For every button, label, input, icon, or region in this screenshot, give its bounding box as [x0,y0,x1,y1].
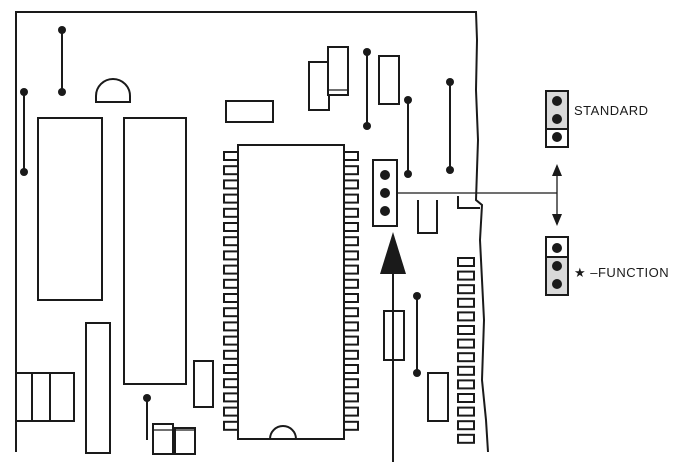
ic-pin [223,406,239,417]
edge-pin [457,365,475,376]
dome-component [95,78,131,103]
edge-pin [457,325,475,335]
edge-pin [457,352,475,363]
function-label: ★ –FUNCTION [574,265,669,280]
ic-pin [223,222,239,232]
ic-pin [343,236,359,247]
ic-pin [223,250,239,261]
ic-pin [343,278,359,289]
edge-pin [457,433,475,444]
ic-pin [343,250,359,261]
small-bracket [417,200,438,234]
ic-pin [343,378,359,389]
ic-pin [223,293,239,303]
pointer-arrow [380,232,406,462]
ic-pin [223,307,239,318]
edge-pin [457,270,475,281]
ic-pin [343,420,359,431]
small-component [225,100,274,123]
cap-3 [378,55,400,105]
standard-jumper [545,90,569,148]
ic-pin [343,364,359,374]
edge-pin [457,338,475,349]
ic-pin [343,321,359,332]
ic-pin [223,321,239,332]
ic-pin [343,406,359,417]
edge-pin [457,297,475,308]
lower-chip-small [193,360,214,408]
callout-lines [397,164,562,226]
ic-pin [343,293,359,303]
ic-pin [223,151,239,161]
ic-pin [223,335,239,346]
small-bracket-2 [457,196,480,209]
component-leads [20,26,454,440]
block-component [15,372,75,422]
lower-cap [427,372,449,422]
left-chip-2 [123,117,187,385]
ic-pin [343,307,359,318]
ic-pin [343,193,359,204]
ic-pin [223,207,239,218]
ic-pin [343,179,359,190]
bottom-twin-parts [152,423,196,455]
ic-pin [343,165,359,176]
cap-2 [327,46,349,96]
cap-1 [308,61,330,111]
edge-pin [457,393,475,403]
pcb-outline [15,11,489,453]
ic-pin [343,222,359,232]
ic-pins-left [223,151,239,431]
ic-pin [223,236,239,247]
ic-pin [223,278,239,289]
ic-pin [223,420,239,431]
ic-pin [223,378,239,389]
ic-pin [343,207,359,218]
standard-label: STANDARD [574,103,649,118]
ic-pin [223,193,239,204]
ic-pin [343,151,359,161]
main-ic [237,144,345,440]
ic-pin [343,392,359,403]
ic-pin [223,179,239,190]
edge-pin [457,284,475,295]
ic-pin [223,165,239,176]
ic-pin [343,349,359,360]
long-bar [85,322,111,454]
edge-pin [457,420,475,431]
function-jumper [545,236,569,296]
ic-pin [223,264,239,275]
ic-pin [343,335,359,346]
edge-pin [457,257,475,267]
ic-pin [343,264,359,275]
ic-pin [223,364,239,374]
edge-connector-pins [457,257,475,444]
edge-pin [457,311,475,322]
edge-pin [457,406,475,417]
left-chip-1 [37,117,103,301]
ic-pin [223,349,239,360]
ic-pins-right [343,151,359,431]
ic-pin [223,392,239,403]
board-jumper [372,159,398,227]
edge-pin [457,379,475,390]
